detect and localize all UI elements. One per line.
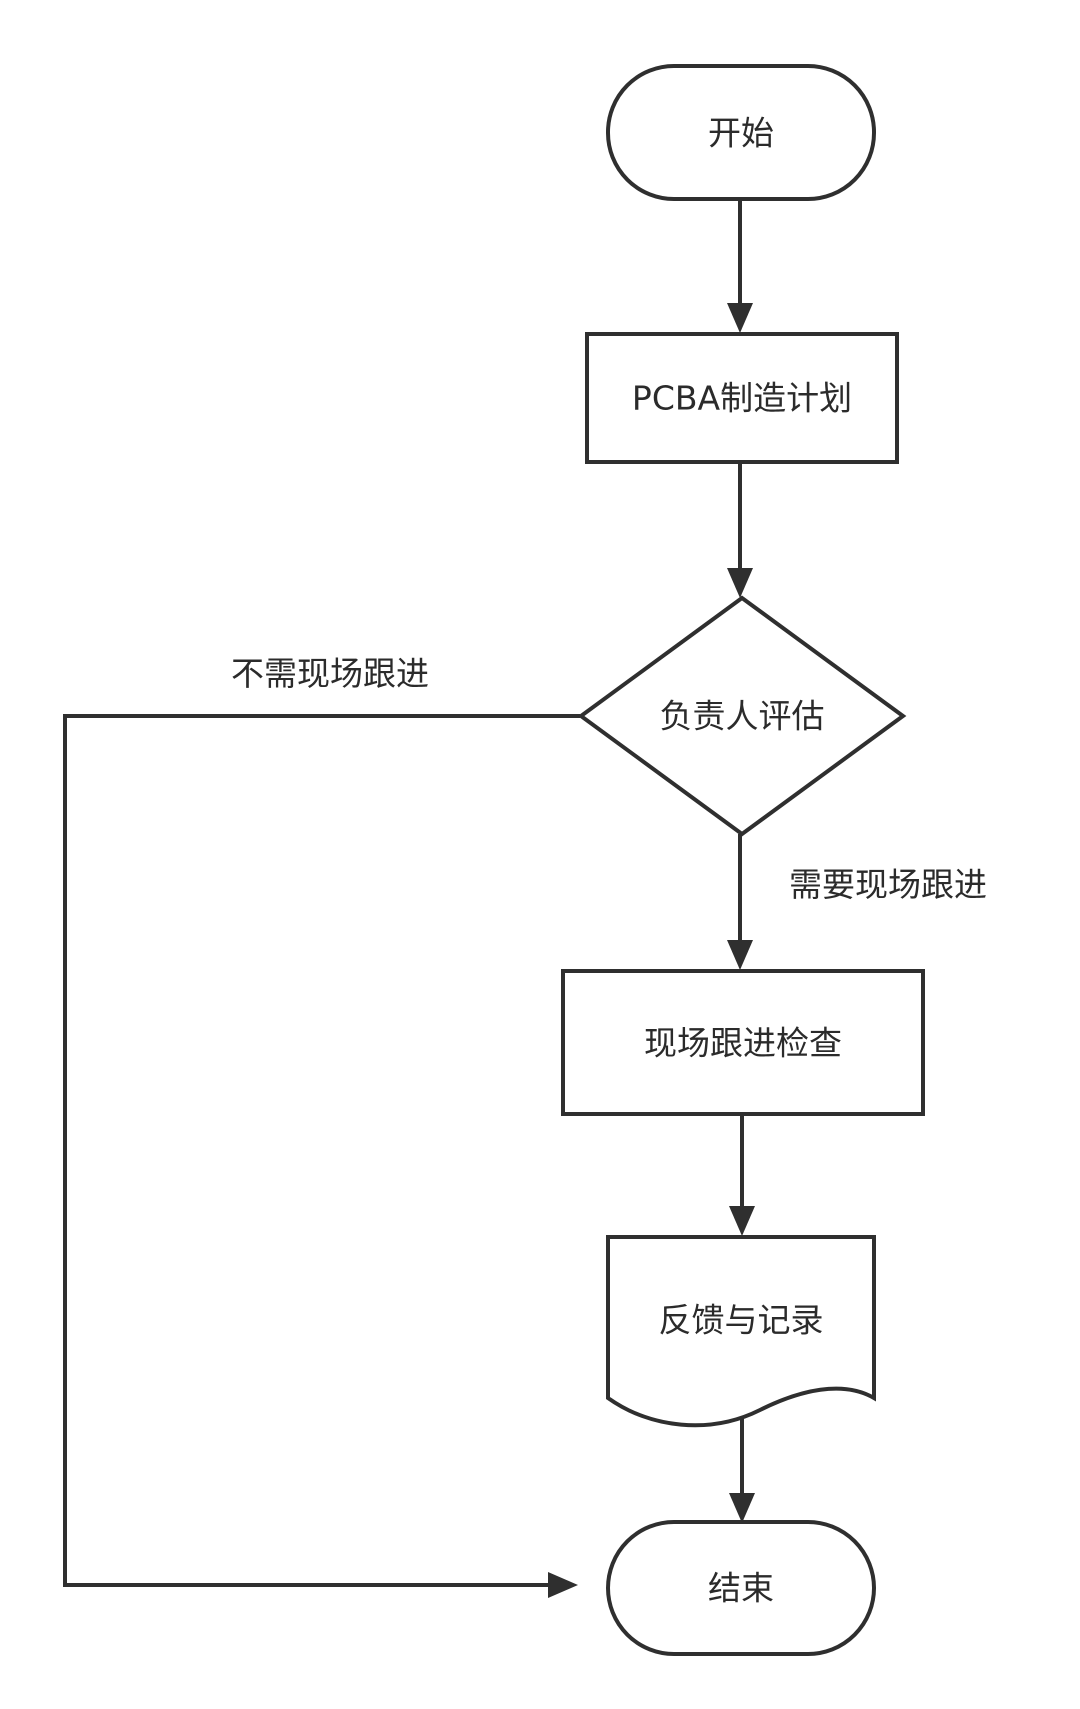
node-plan: PCBA制造计划 (585, 332, 899, 464)
edge-start-to-plan (727, 199, 753, 333)
node-feedback-label: 反馈与记录 (659, 1301, 824, 1340)
edge-inspection-to-feedback (729, 1115, 755, 1236)
node-inspection: 现场跟进检查 (561, 969, 925, 1116)
node-evaluate-label: 负责人评估 (660, 697, 825, 736)
edge-plan-to-evaluate (727, 462, 753, 598)
node-start-label: 开始 (708, 114, 774, 153)
node-start: 开始 (606, 64, 876, 201)
edge-evaluate-to-end (63, 714, 580, 1598)
edge-label-no-onsite: 不需现场跟进 (231, 654, 429, 693)
node-end-label: 结束 (708, 1569, 774, 1608)
node-plan-label: PCBA制造计划 (632, 379, 852, 418)
node-end: 结束 (606, 1520, 876, 1656)
node-evaluate: 负责人评估 (577, 595, 907, 837)
edge-label-need-onsite: 需要现场跟进 (789, 865, 987, 904)
edge-evaluate-to-inspection (727, 834, 753, 970)
node-inspection-label: 现场跟进检查 (644, 1024, 842, 1063)
node-feedback: 反馈与记录 (606, 1235, 876, 1428)
